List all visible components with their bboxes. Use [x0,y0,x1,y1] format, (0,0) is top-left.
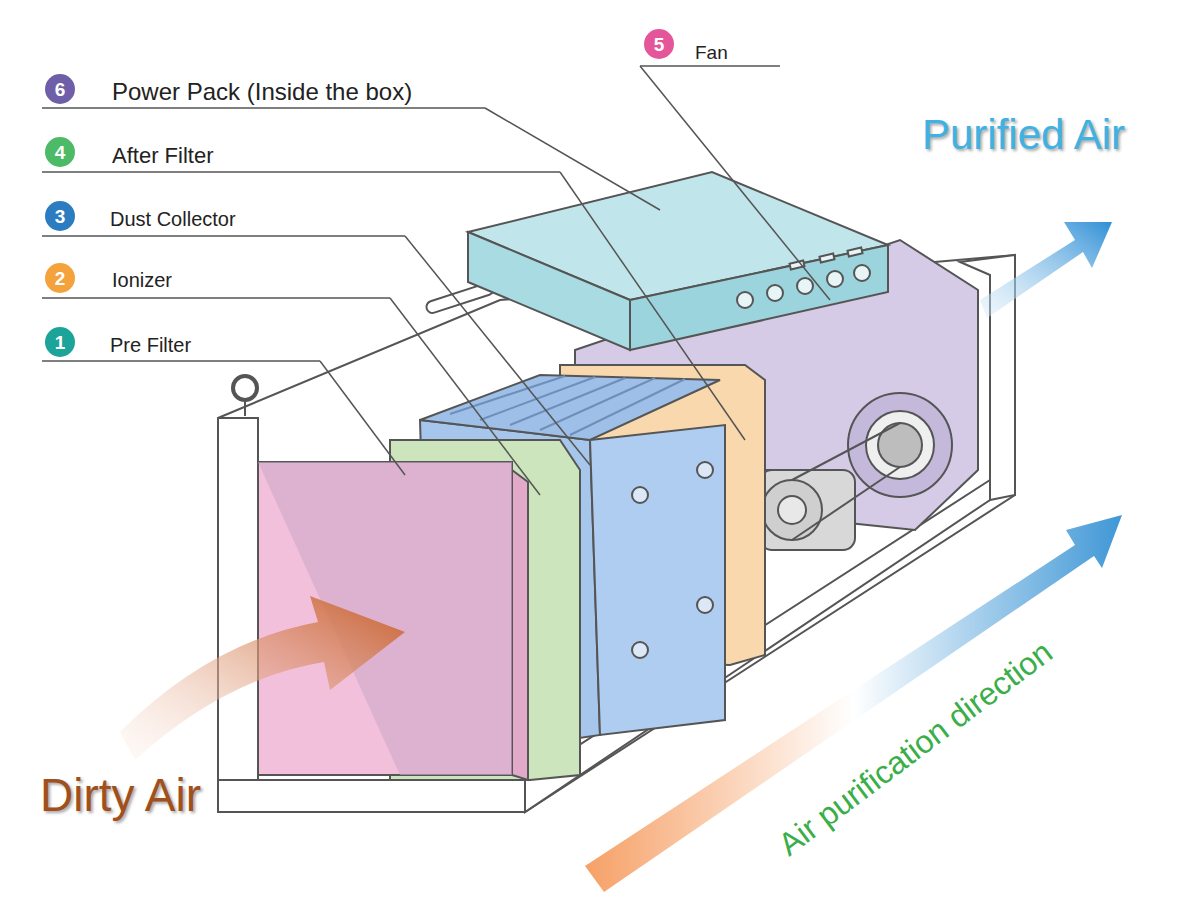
fan-part [778,496,806,524]
fan-part [866,411,934,479]
callout-number: 5 [654,35,665,54]
power-pack-part [630,245,888,350]
fan-part [792,423,900,480]
fan-part [762,480,822,540]
callout-number-circle: 4 [45,137,75,167]
pre-filter-part [512,470,528,780]
pre-filter [258,462,528,780]
fan-part [792,467,900,540]
fan-part [760,470,855,550]
callout-number-circle: 2 [45,263,75,293]
callout-number: 6 [55,80,66,99]
callout-number-circle: 3 [45,201,75,231]
power-pack-part [767,285,783,301]
part-name: After Filter [112,143,213,169]
power-pack-part [854,265,870,281]
callout-number-circle: 5 [644,29,674,59]
part-name: Dust Collector [110,207,236,231]
power-pack [425,172,888,350]
callout-number-circle: 6 [45,74,75,104]
leader-lines-part [42,235,405,237]
leader-lines-part [42,360,320,362]
leader-lines-part [42,107,485,109]
dust-collector-part [590,425,725,735]
callout-number-circle: 1 [45,327,75,357]
power-pack-part [468,232,630,350]
power-pack-part [820,254,835,263]
leader-lines [42,66,830,495]
leader-lines-part [42,171,560,173]
power-pack-part [737,292,753,308]
power-pack-part [797,278,813,294]
callout-number: 3 [55,207,66,226]
dust-collector-part [697,462,713,478]
dust-collector-part [632,642,648,658]
part-name: Power Pack (Inside the box) [112,78,412,107]
power-pack-part [848,248,863,257]
leader-lines-part [405,236,590,465]
dust-collector-part [697,597,713,613]
leader-lines-part [640,65,780,67]
outlet-label: Purified Air [922,110,1125,160]
air-arrows [120,222,1122,892]
part-name: Ionizer [112,268,172,292]
inlet-label: Dirty Air [40,768,201,823]
leader-lines-part [320,361,405,475]
callout-number: 2 [55,269,66,288]
part-name: Pre Filter [110,333,191,357]
air-arrows-part [980,222,1112,318]
callout-number: 1 [55,333,66,352]
pre-filter-part [258,462,512,775]
dust-collector-part [570,379,685,435]
leader-lines-part [485,108,660,210]
air-arrows-part [585,515,1122,892]
leader-lines-part [390,298,540,495]
dust-collector-part [632,487,648,503]
housing-part [218,418,258,812]
housing-part [233,376,257,400]
callout-number: 4 [55,143,66,162]
fan-part [848,393,952,497]
housing-part [244,400,246,416]
leader-lines-part [560,172,745,440]
housing-part [218,780,525,812]
leader-lines-part [640,66,830,300]
power-pack-part [827,271,843,287]
leader-lines-part [42,297,390,299]
part-name: Fan [695,42,728,65]
pre-filter-part [258,462,512,775]
fan-part [878,423,922,467]
air-arrows-part [120,596,405,760]
